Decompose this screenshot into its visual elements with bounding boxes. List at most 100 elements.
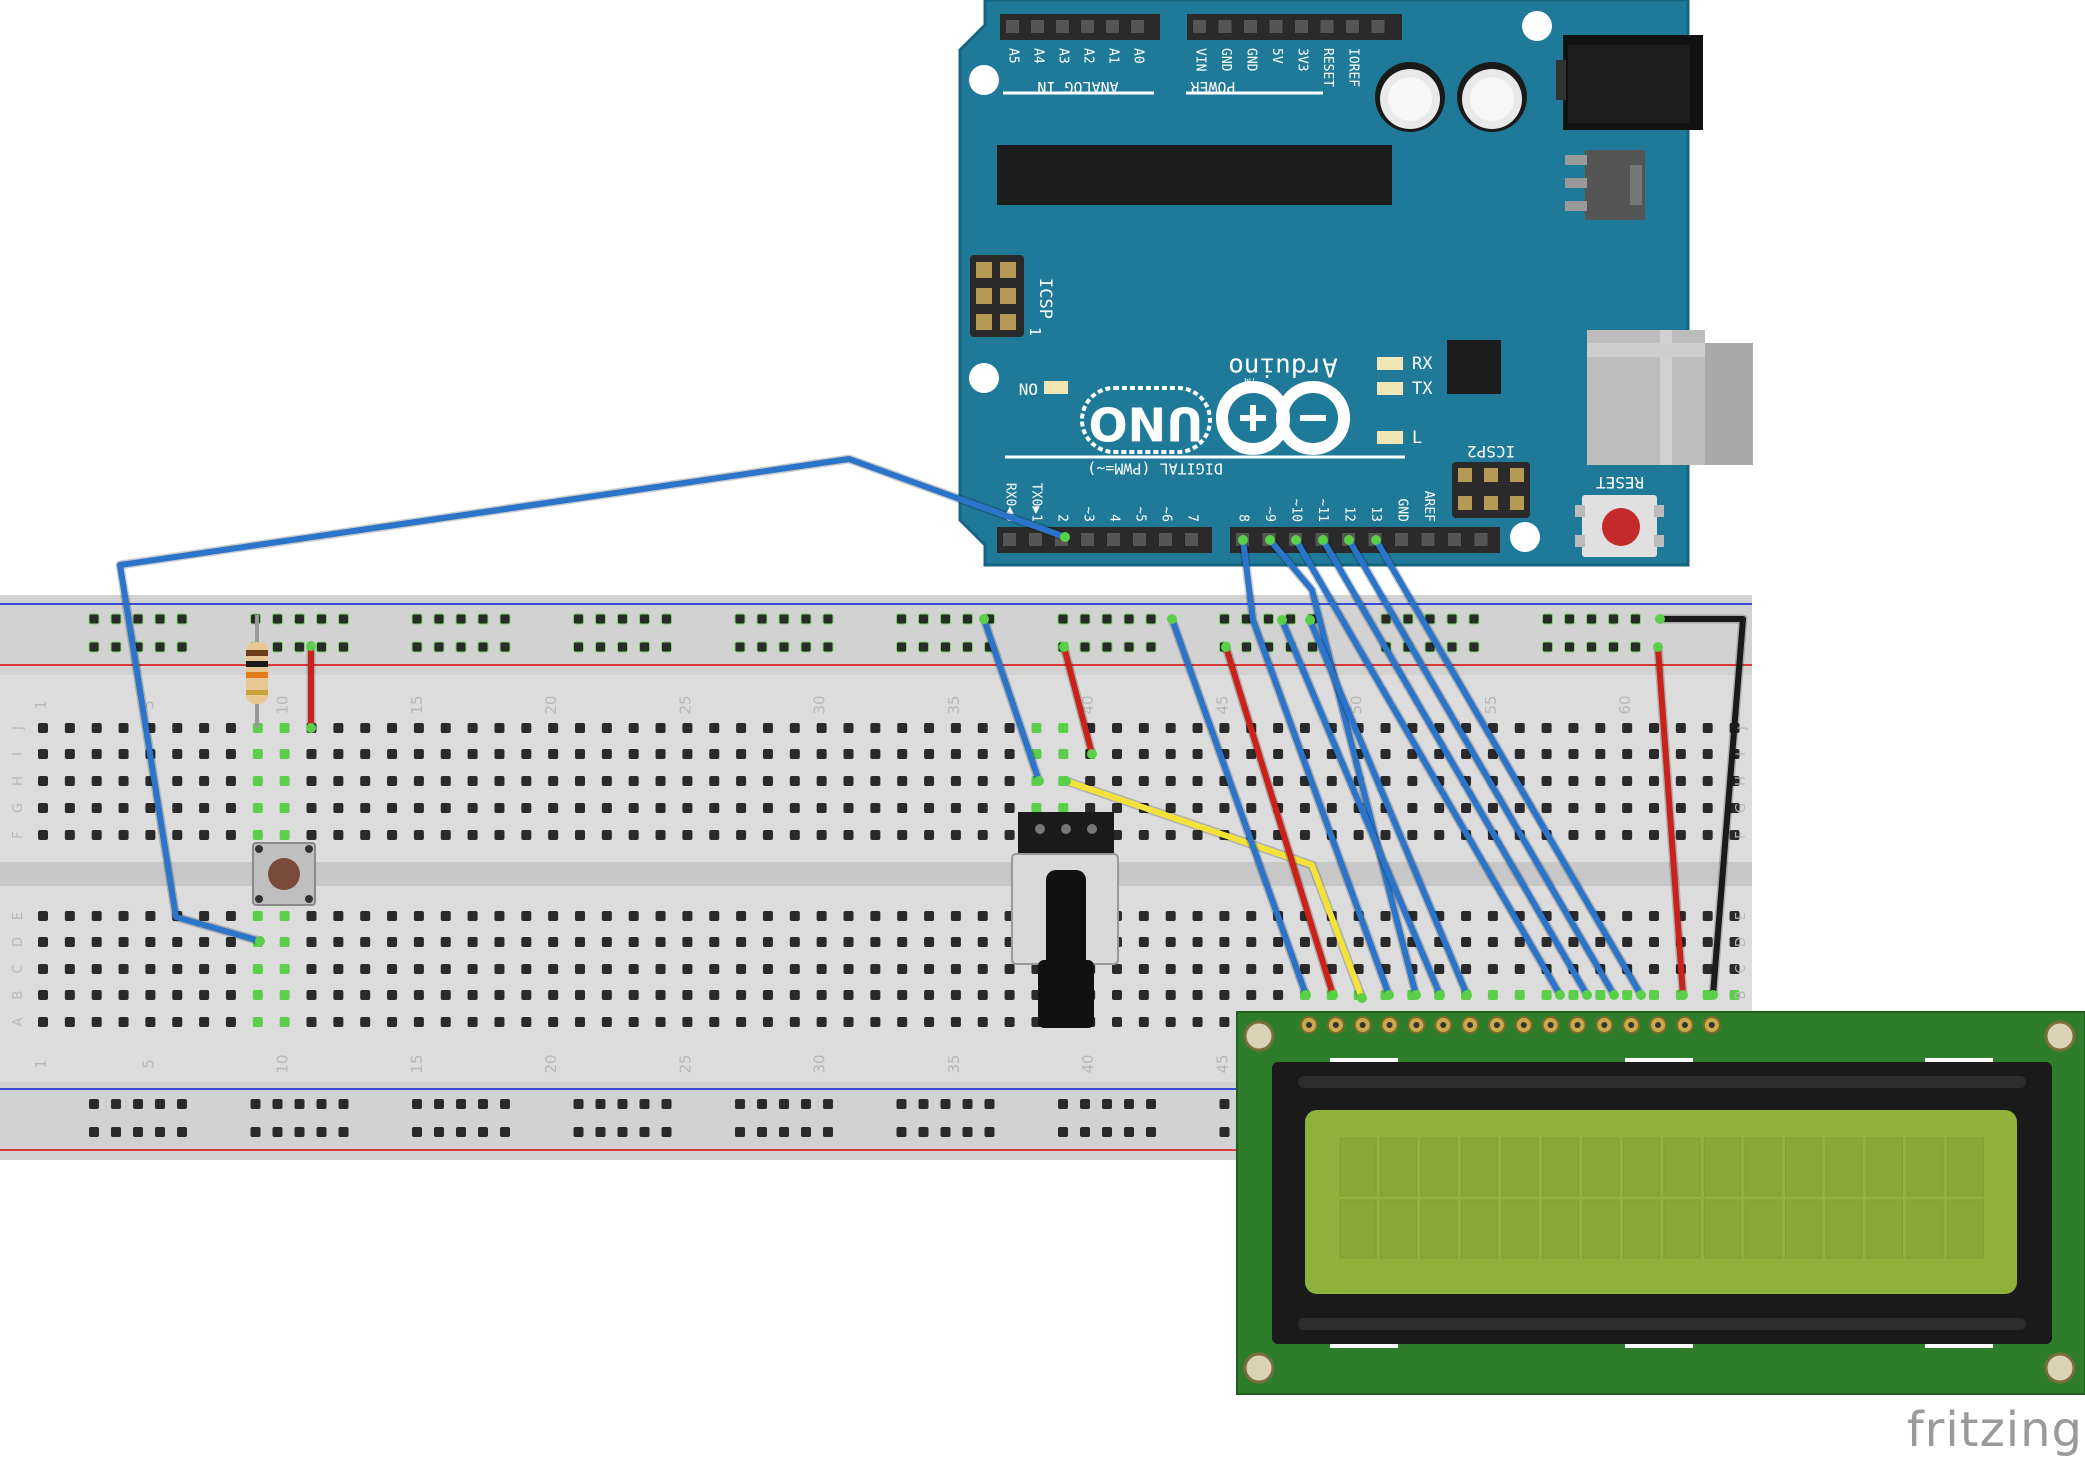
wire-endpoint[interactable] <box>1636 990 1646 1000</box>
breadboard-hole <box>709 990 720 1000</box>
lcd-character-cell <box>1663 1199 1701 1259</box>
rail-hole <box>1307 641 1318 653</box>
wire[interactable] <box>117 456 1068 944</box>
wire[interactable] <box>1320 537 1590 998</box>
wire[interactable] <box>1240 537 1392 998</box>
wire-endpoint[interactable] <box>1609 990 1619 1000</box>
wire-endpoint[interactable] <box>1061 776 1071 786</box>
rail-hole <box>962 641 973 653</box>
potentiometer[interactable] <box>1011 812 1119 1028</box>
rail-hole <box>499 641 511 653</box>
wire-endpoint[interactable] <box>1305 615 1315 625</box>
wire[interactable] <box>1169 616 1309 998</box>
icsp-pin1-label: 1 <box>1026 327 1044 336</box>
reset-button[interactable] <box>1575 495 1664 557</box>
breadboard-hole <box>413 776 424 786</box>
wire[interactable] <box>1061 644 1095 757</box>
wire[interactable] <box>1279 617 1443 998</box>
breadboard-hole <box>1675 749 1686 759</box>
breadboard-hole <box>1380 749 1391 759</box>
wire-endpoint[interactable] <box>1655 614 1665 624</box>
lcd-pin-hole <box>1655 1022 1662 1028</box>
rail-hole <box>294 1127 305 1137</box>
wire-endpoint[interactable] <box>1034 776 1044 786</box>
wire[interactable] <box>1373 537 1644 998</box>
breadboard-hole <box>682 749 693 759</box>
wire-endpoint[interactable] <box>1582 990 1592 1000</box>
wire-endpoint[interactable] <box>1462 990 1472 1000</box>
pushbutton[interactable] <box>252 842 316 906</box>
wire-endpoint[interactable] <box>1708 990 1718 1000</box>
wire-endpoint[interactable] <box>1344 535 1354 545</box>
breadboard-hole <box>1299 937 1310 947</box>
header-pin <box>1421 533 1435 546</box>
wire[interactable] <box>1655 644 1686 998</box>
wire-endpoint[interactable] <box>1277 615 1287 625</box>
power-pin-label: 5V <box>1269 48 1284 64</box>
breadboard-hole <box>1622 911 1633 921</box>
wire[interactable] <box>1063 778 1365 1001</box>
wire[interactable] <box>1307 617 1470 998</box>
breadboard-hole <box>1219 803 1230 813</box>
breadboard-hole <box>306 911 317 921</box>
wire-endpoint[interactable] <box>1371 535 1381 545</box>
breadboard-hole <box>1273 937 1284 947</box>
breadboard-hole <box>1729 830 1740 840</box>
wire-endpoint[interactable] <box>1411 990 1421 1000</box>
breadboard-hole <box>279 937 290 947</box>
wire-endpoint[interactable] <box>255 936 265 946</box>
wire[interactable] <box>1346 537 1617 998</box>
rail-hole <box>918 613 929 625</box>
breadboard-hole <box>1595 937 1606 947</box>
wire[interactable] <box>981 616 1042 784</box>
wire-endpoint[interactable] <box>1678 990 1688 1000</box>
icsp-header <box>970 255 1024 337</box>
breadboard-hole <box>38 803 48 813</box>
wire-endpoint[interactable] <box>1555 990 1565 1000</box>
wire[interactable] <box>1223 644 1336 998</box>
analog-in-label: ANALOG IN <box>1037 78 1118 96</box>
breadboard-hole <box>843 990 854 1000</box>
wire-endpoint[interactable] <box>1384 990 1394 1000</box>
wire-endpoint[interactable] <box>1318 535 1328 545</box>
breadboard-hole <box>628 723 639 733</box>
wire-endpoint[interactable] <box>1435 990 1445 1000</box>
wire-endpoint[interactable] <box>306 723 316 733</box>
breadboard-hole <box>1622 749 1633 759</box>
wire-endpoint[interactable] <box>1221 642 1231 652</box>
breadboard-hole <box>950 803 961 813</box>
wire-endpoint[interactable] <box>979 614 989 624</box>
breadboard-hole <box>1273 990 1284 1000</box>
breadboard-hole <box>1112 803 1122 813</box>
breadboard-hole <box>1595 830 1606 840</box>
breadboard-hole <box>387 964 398 974</box>
breadboard-hole <box>252 830 263 840</box>
wire-endpoint[interactable] <box>1238 535 1248 545</box>
wire-endpoint[interactable] <box>306 641 316 651</box>
wire-endpoint[interactable] <box>1060 532 1070 542</box>
wire-endpoint[interactable] <box>1087 749 1097 759</box>
breadboard-hole <box>1299 723 1310 733</box>
lcd-character-cell <box>1825 1199 1863 1259</box>
header-pin <box>1185 533 1198 546</box>
wire-endpoint[interactable] <box>1291 535 1301 545</box>
wire-endpoint[interactable] <box>1328 990 1338 1000</box>
rail-hole <box>272 1099 283 1109</box>
breadboard-hole <box>655 776 666 786</box>
rail-hole <box>896 1099 907 1109</box>
row-letter: F <box>11 831 26 838</box>
tx-label: TX <box>1412 379 1433 399</box>
digital-pin-label: ~11 <box>1315 499 1330 522</box>
wire-endpoint[interactable] <box>1301 990 1311 1000</box>
breadboard-hole <box>1085 803 1096 813</box>
breadboard-hole <box>1541 749 1552 759</box>
wire-endpoint[interactable] <box>1059 642 1069 652</box>
breadboard-hole <box>1514 749 1525 759</box>
wire[interactable] <box>1657 616 1746 998</box>
wire-endpoint[interactable] <box>1265 535 1275 545</box>
lcd-character-cell <box>1420 1199 1458 1259</box>
wire-endpoint[interactable] <box>1357 993 1367 1003</box>
wire[interactable] <box>1293 537 1563 998</box>
wire-endpoint[interactable] <box>1167 614 1177 624</box>
wire-endpoint[interactable] <box>1653 642 1663 652</box>
